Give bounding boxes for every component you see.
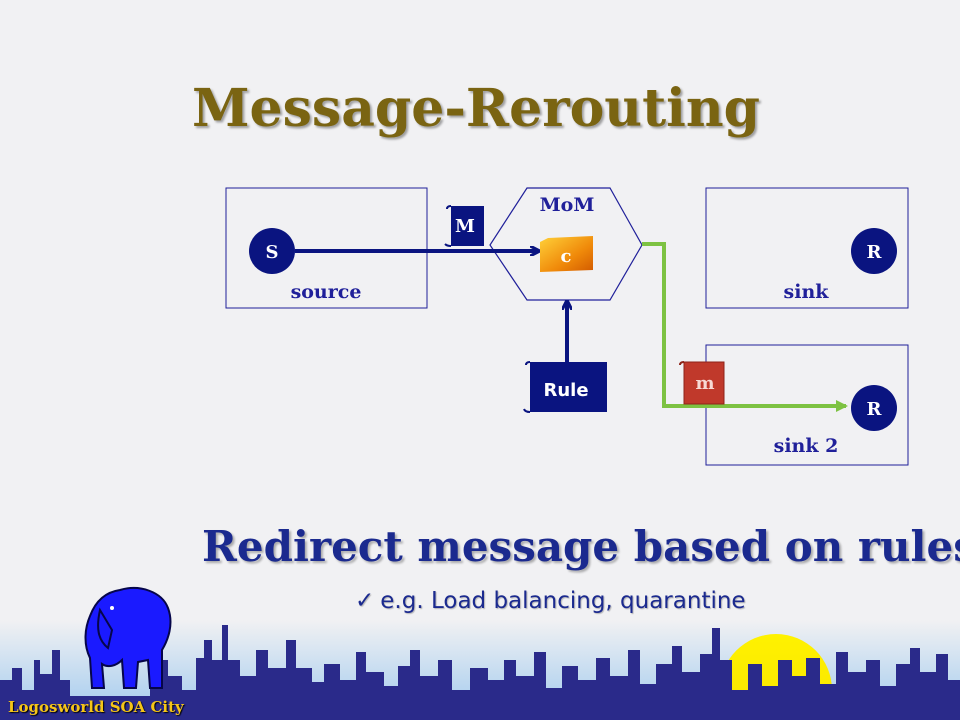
rerouted-message: m — [679, 361, 725, 405]
rerouted-message-label: m — [695, 373, 714, 394]
message-label: M — [455, 216, 475, 237]
source-label: source — [291, 281, 362, 303]
sink2-box: R sink 2 — [705, 344, 909, 466]
channel-c: c — [540, 236, 593, 272]
rule-scroll: Rule — [523, 361, 607, 413]
mom-label: MoM — [540, 194, 595, 216]
channel-c-label: c — [561, 246, 572, 267]
sink-node — [851, 228, 897, 274]
mom-hexagon: MoM — [489, 187, 643, 301]
reroute-line — [642, 242, 848, 412]
bullet-item: ✓e.g. Load balancing, quarantine — [355, 588, 746, 614]
sink-label: sink — [784, 281, 830, 303]
brand-label: Logosworld SOA City — [8, 698, 184, 716]
sink2-label: sink 2 — [774, 435, 839, 457]
rule-label: Rule — [543, 380, 588, 401]
checkmark-icon: ✓ — [355, 588, 375, 614]
source-node-label: S — [266, 242, 279, 263]
elephant-icon — [0, 587, 196, 720]
sink-node-label: R — [867, 242, 883, 263]
source-node — [249, 228, 295, 274]
source-box: S source — [225, 187, 428, 309]
sink-box: R sink — [705, 187, 909, 309]
message-scroll: M — [444, 205, 484, 247]
headline: Redirect message based on rules — [202, 522, 960, 571]
bullet-text: e.g. Load balancing, quarantine — [380, 588, 746, 614]
sink2-node — [851, 385, 897, 431]
slide-title: Message-Rerouting — [192, 78, 761, 139]
sink2-node-label: R — [867, 399, 883, 420]
